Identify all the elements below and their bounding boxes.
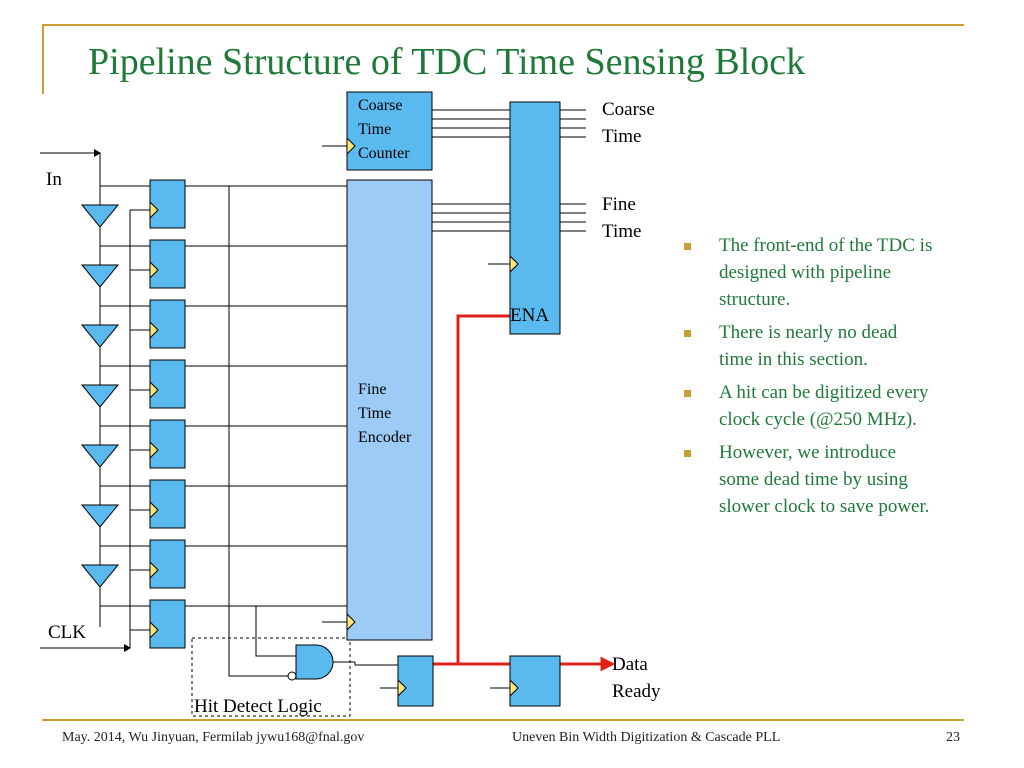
data-ready-arrow [600, 656, 616, 672]
blocks [80, 91, 561, 717]
delay-buffer [80, 444, 120, 468]
input-label: In [46, 169, 62, 190]
bullet-marker [684, 243, 691, 250]
bullet-item: However, we introduce some dead time by … [684, 439, 934, 520]
fine-time-encoder [346, 179, 433, 641]
flip-flop [149, 479, 186, 529]
delay-buffer [80, 564, 120, 588]
hit-detect-label: Hit Detect Logic [194, 696, 322, 717]
fine-encoder-label: Fine [358, 381, 386, 398]
flip-flop [149, 419, 186, 469]
flip-flop [149, 359, 186, 409]
hit-detect-tap-1 [228, 186, 296, 677]
and-output-wire [354, 662, 398, 666]
bullet-item: The front-end of the TDC is designed wit… [684, 232, 934, 313]
red-wire [456, 314, 510, 664]
bullet-item: A hit can be digitized every clock cycle… [684, 379, 934, 433]
diagram-labels: InCLKCoarseTimeCounterFineTimeEncoderENA… [46, 97, 661, 717]
inverter-bubble [287, 671, 297, 681]
and-gate [295, 644, 334, 680]
clock-input-marker [149, 440, 159, 460]
clock-input-marker [149, 200, 159, 220]
left-border [42, 24, 44, 94]
clock-arrow [124, 644, 131, 652]
data-ready-path [433, 314, 616, 672]
coarse-counter-label: Time [358, 121, 391, 138]
bullet-marker [684, 450, 691, 457]
clock-input-marker [149, 500, 159, 520]
clock-input-marker [509, 254, 519, 274]
clock-input-marker [346, 136, 356, 156]
hit-detect-tap-2 [255, 606, 296, 657]
delay-buffer [80, 504, 120, 528]
clock-input-marker [149, 320, 159, 340]
fine-time-label: Time [602, 221, 641, 242]
fine-encoder-label: Time [358, 405, 391, 422]
footer-border [42, 719, 964, 721]
footer-author: May. 2014, Wu Jinyuan, Fermilab jywu168@… [62, 730, 365, 745]
clock-label: CLK [48, 622, 86, 643]
data-ready-label: Data [612, 654, 648, 675]
clock-input-marker [397, 678, 407, 698]
flip-flop [149, 299, 186, 349]
slide-title: Pipeline Structure of TDC Time Sensing B… [88, 41, 806, 83]
footer-talk-title: Uneven Bin Width Digitization & Cascade … [512, 730, 781, 745]
delay-buffer [80, 204, 120, 228]
delay-buffer [80, 264, 120, 288]
data-ready-label: Ready [612, 681, 661, 702]
bullet-list: The front-end of the TDC is designed wit… [684, 232, 934, 526]
flip-flop [149, 539, 186, 589]
clock-input-marker [509, 678, 519, 698]
input-arrow [94, 149, 101, 157]
delay-buffer [80, 384, 120, 408]
top-border [42, 24, 964, 26]
clock-markers [149, 136, 519, 698]
clock-input-marker [149, 380, 159, 400]
clock-input-marker [149, 620, 159, 640]
bullet-marker [684, 390, 691, 397]
footer-page-number: 23 [946, 730, 960, 745]
delay-buffer [80, 324, 120, 348]
bullet-marker [684, 330, 691, 337]
coarse-time-label: Coarse [602, 99, 655, 120]
clock-input-marker [346, 612, 356, 632]
coarse-counter-label: Coarse [358, 97, 402, 114]
bullet-item: There is nearly no dead time in this sec… [684, 319, 934, 373]
coarse-time-counter [346, 91, 433, 171]
wires [40, 109, 586, 689]
hit-detect-box [191, 637, 351, 717]
flip-flop [149, 179, 186, 229]
data-ready-register [509, 655, 561, 707]
hit-register [397, 655, 434, 707]
clock-input-marker [149, 260, 159, 280]
flip-flop [149, 239, 186, 289]
coarse-counter-label: Counter [358, 145, 410, 162]
ena-register [509, 101, 561, 335]
ena-label: ENA [510, 305, 549, 326]
flip-flop [149, 599, 186, 649]
coarse-time-label: Time [602, 126, 641, 147]
fine-encoder-label: Encoder [358, 429, 412, 446]
fine-time-label: Fine [602, 194, 636, 215]
clock-input-marker [149, 560, 159, 580]
